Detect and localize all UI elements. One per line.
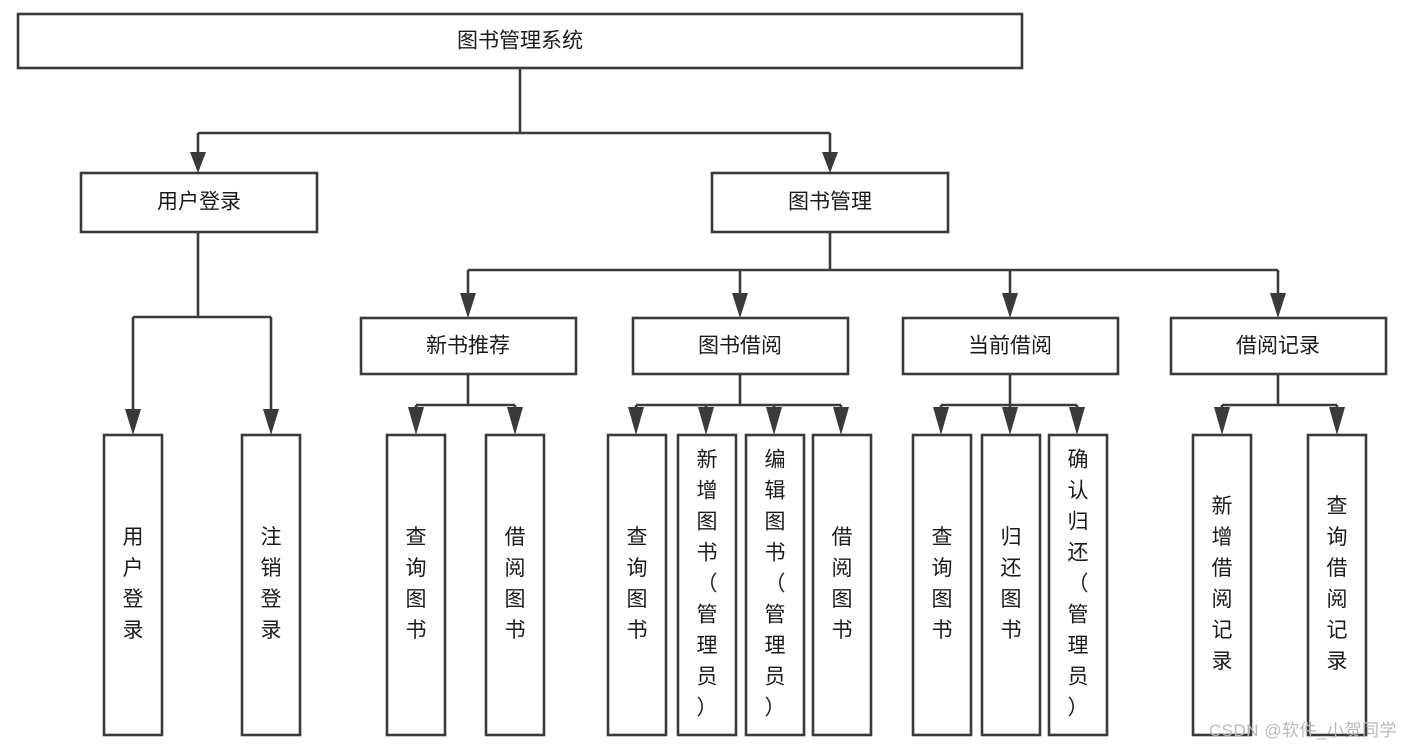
node-box[interactable]	[901, 316, 1120, 376]
node-book-borrow-label: 图书借阅	[698, 335, 782, 358]
leaf-confirm-return-admin[interactable]: 确认归还（管理员）	[1047, 433, 1109, 737]
leaf-add-book-label: 新增图书（管理员）	[697, 449, 718, 720]
node-book-management-label: 图书管理	[788, 191, 872, 214]
arrow-head-icon	[833, 407, 849, 435]
leaf-logout-label: 注销登录	[261, 526, 282, 642]
node-box[interactable]	[1169, 316, 1388, 376]
node-box[interactable]	[606, 433, 668, 737]
node-user-login[interactable]: 用户登录	[79, 171, 319, 234]
node-box[interactable]	[102, 433, 164, 737]
arrow-head-icon	[460, 293, 476, 318]
arrow-head-icon	[1002, 293, 1018, 318]
node-box[interactable]	[484, 433, 546, 737]
leaf-return-book[interactable]: 归还图书	[980, 433, 1042, 737]
node-borrow-record-label: 借阅记录	[1236, 335, 1320, 358]
node-box[interactable]	[16, 12, 1024, 70]
leaf-borrow-book[interactable]: 借阅图书	[811, 433, 873, 737]
node-borrow-record[interactable]: 借阅记录	[1169, 316, 1388, 376]
arrow-head-icon	[507, 407, 523, 435]
node-box[interactable]	[980, 433, 1042, 737]
leaf-query-borrow-record[interactable]: 查询借阅记录	[1306, 433, 1368, 737]
leaf-query-book-newbook[interactable]: 查询图书	[385, 433, 447, 737]
node-box[interactable]	[710, 171, 950, 234]
leaf-query-book-current[interactable]: 查询图书	[911, 433, 973, 737]
leaf-borrow-book-label: 借阅图书	[505, 526, 526, 642]
node-box[interactable]	[240, 433, 302, 737]
leaf-add-borrow-record[interactable]: 新增借阅记录	[1191, 433, 1253, 737]
node-book-management[interactable]: 图书管理	[710, 171, 950, 234]
arrow-head-icon	[263, 409, 279, 435]
leaf-borrow-book-label: 借阅图书	[832, 526, 853, 642]
node-box[interactable]	[359, 316, 578, 376]
arrow-head-icon	[125, 409, 141, 435]
node-box[interactable]	[631, 316, 850, 376]
node-new-book-recommend-label: 新书推荐	[426, 335, 510, 358]
node-root-book-management-system[interactable]: 图书管理系统	[16, 12, 1024, 70]
arrow-head-icon	[1270, 293, 1286, 318]
leaf-user-login[interactable]: 用户登录	[102, 433, 164, 737]
leaf-return-book-label: 归还图书	[1001, 526, 1022, 642]
node-current-borrow[interactable]: 当前借阅	[901, 316, 1120, 376]
node-book-borrow[interactable]: 图书借阅	[631, 316, 850, 376]
arrow-head-icon	[408, 407, 424, 435]
leaf-query-book-label: 查询图书	[406, 526, 427, 642]
node-box[interactable]	[385, 433, 447, 737]
arrow-head-icon	[822, 152, 838, 173]
leaf-edit-book-admin[interactable]: 编辑图书（管理员）	[744, 433, 806, 737]
arrow-head-icon	[1069, 407, 1085, 435]
leaf-add-book-admin[interactable]: 新增图书（管理员）	[676, 433, 738, 737]
leaf-logout[interactable]: 注销登录	[240, 433, 302, 737]
arrow-head-icon	[1002, 407, 1018, 435]
leaf-query-borrow-record-label: 查询借阅记录	[1327, 495, 1348, 673]
node-box[interactable]	[676, 433, 738, 737]
connector-layer	[125, 68, 1345, 435]
node-user-login-label: 用户登录	[157, 191, 241, 214]
node-root-label: 图书管理系统	[457, 30, 583, 53]
arrow-head-icon	[933, 407, 949, 435]
node-box[interactable]	[79, 171, 319, 234]
leaf-add-borrow-record-label: 新增借阅记录	[1212, 495, 1233, 673]
arrow-head-icon	[190, 152, 206, 173]
leaf-confirm-return-label: 确认归还（管理员）	[1068, 449, 1089, 720]
arrow-head-icon	[698, 407, 714, 435]
node-current-borrow-label: 当前借阅	[968, 335, 1052, 358]
arrow-head-icon	[628, 407, 644, 435]
arrow-head-icon	[766, 407, 782, 435]
arrow-head-icon	[732, 293, 748, 318]
node-box[interactable]	[1306, 433, 1368, 737]
node-box[interactable]	[744, 433, 806, 737]
leaf-query-book-borrow[interactable]: 查询图书	[606, 433, 668, 737]
arrow-head-icon	[1214, 407, 1230, 435]
node-new-book-recommend[interactable]: 新书推荐	[359, 316, 578, 376]
leaf-query-book-label: 查询图书	[627, 526, 648, 642]
leaf-borrow-book-newbook[interactable]: 借阅图书	[484, 433, 546, 737]
leaf-query-book-label: 查询图书	[932, 526, 953, 642]
node-box[interactable]	[911, 433, 973, 737]
node-box[interactable]	[811, 433, 873, 737]
leaf-user-login-label: 用户登录	[123, 526, 144, 642]
node-box[interactable]	[1191, 433, 1253, 737]
arrow-head-icon	[1329, 407, 1345, 435]
node-box[interactable]	[1047, 433, 1109, 737]
leaf-edit-book-label: 编辑图书（管理员）	[765, 449, 786, 720]
